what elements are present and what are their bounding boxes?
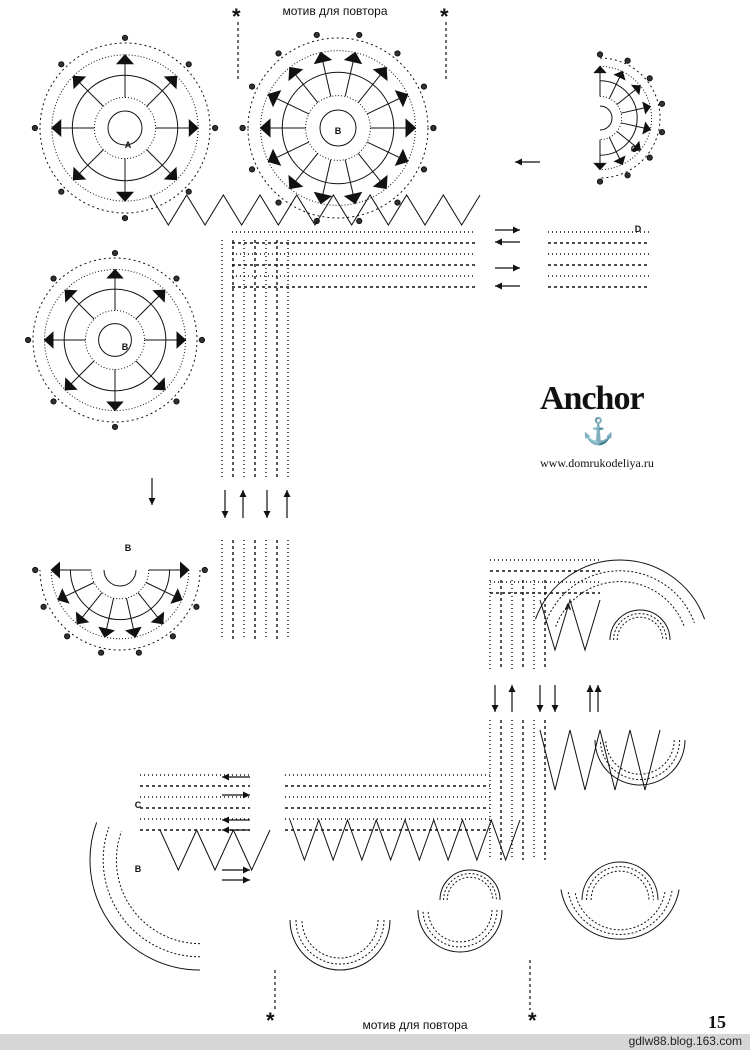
- band-left-vertical: [221, 240, 289, 480]
- repeat-star-bottom-left: *: [266, 1008, 275, 1033]
- motif-marker-2: B: [122, 342, 129, 352]
- scallop-bottom-2: [417, 909, 503, 953]
- repeat-star-bottom-right: *: [528, 1008, 537, 1033]
- band-right-vertical: [489, 580, 546, 670]
- repeat-motif-label-bottom: мотив для повтора: [362, 1018, 468, 1032]
- lattice-bottom-center: [289, 818, 521, 862]
- motif-left-middle: [24, 249, 206, 431]
- lattice-right-top: [539, 598, 601, 652]
- motif-marker-4: C: [631, 144, 638, 154]
- band-top-right: [548, 231, 650, 288]
- motif-top-right-half: [593, 51, 666, 185]
- ring-right-top: [609, 609, 671, 641]
- band-left-lower: [221, 540, 289, 640]
- band-right-vertical-lower: [489, 720, 546, 860]
- footer-bar: gdlw88.blog.163.com: [0, 1034, 750, 1050]
- lattice-top: [149, 194, 481, 226]
- repeat-star-top-right: *: [440, 4, 449, 29]
- repeat-star-top-left: *: [232, 4, 241, 29]
- ring-bottom-center: [439, 869, 501, 901]
- band-top-horizontal: [232, 231, 475, 288]
- brand-logo-text: Anchor: [540, 380, 645, 417]
- brand-website: www.domrukodeliya.ru: [540, 456, 654, 470]
- ring-bottom-right: [581, 861, 659, 901]
- motif-left-lower-half: [32, 561, 208, 656]
- motif-marker-5: D: [635, 224, 642, 234]
- scallop-bottom-left-arc: [89, 822, 201, 971]
- repeat-motif-label-top: мотив для повтора: [282, 4, 388, 18]
- lattice-bottom-left: [159, 828, 271, 872]
- motif-top-center-lower: [239, 118, 437, 225]
- band-bottom-center: [285, 774, 490, 831]
- footer-watermark: gdlw88.blog.163.com: [628, 1034, 742, 1048]
- band-bottom-left: [140, 774, 250, 831]
- scallop-bottom-1: [289, 919, 391, 971]
- page-number: 15: [708, 1012, 726, 1032]
- motif-marker-3: B: [125, 543, 132, 553]
- motif-marker-0: A: [125, 140, 132, 150]
- anchor-icon: ⚓: [582, 416, 615, 446]
- motif-marker-6: A: [565, 602, 572, 612]
- motif-marker-1: B: [335, 126, 342, 136]
- ring-right-middle: [594, 739, 686, 786]
- scallop-right-top-arc: [534, 559, 706, 627]
- motif-top-left: [31, 34, 219, 222]
- scallop-bottom-3: [560, 889, 680, 940]
- lattice-right-middle: [539, 729, 661, 791]
- motif-marker-8: B: [135, 864, 142, 874]
- motif-marker-7: C: [135, 800, 142, 810]
